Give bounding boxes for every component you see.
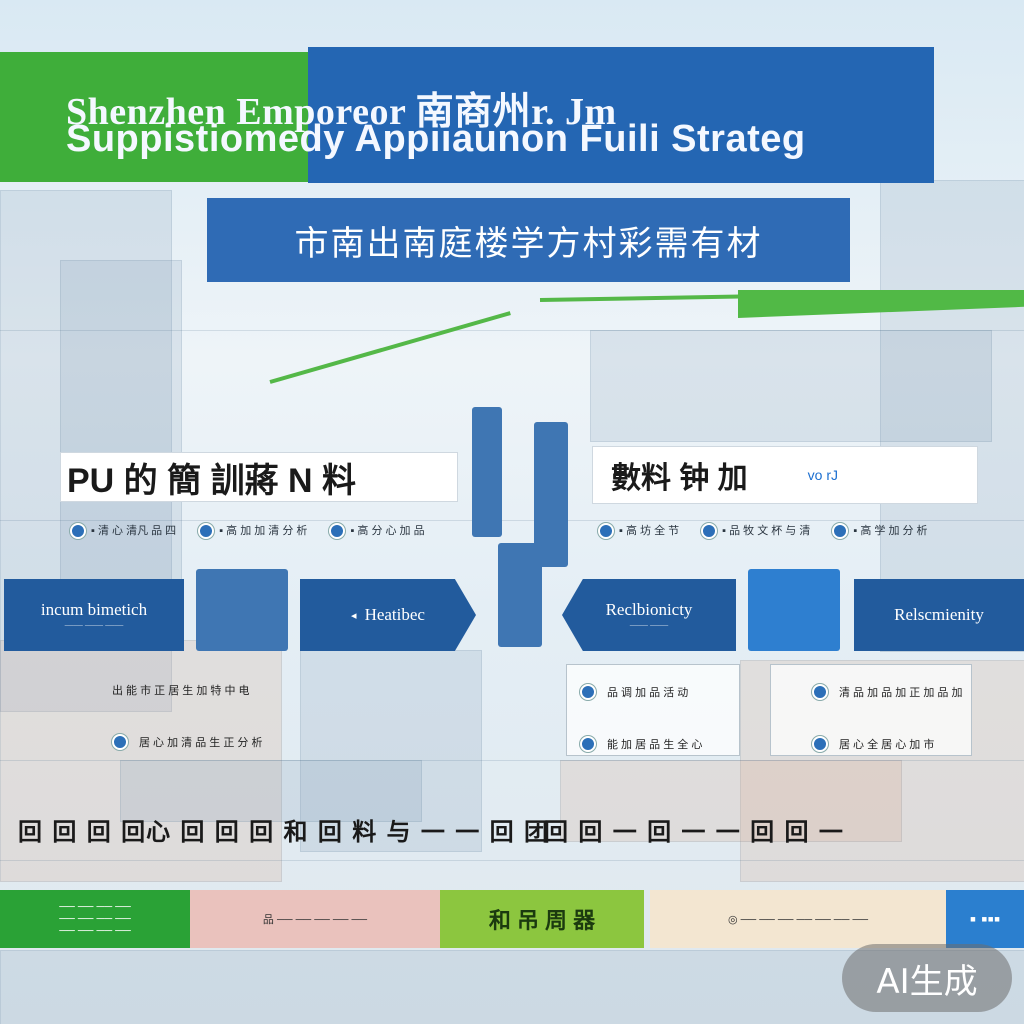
info-item: ▪ 高 学 加 分 析: [832, 522, 928, 540]
right-info-row: ▪ 高 坊 全 节 ▪ 品 牧 文 杯 与 清 ▪ 高 学 加 分 析: [598, 522, 928, 540]
strip-green: ── ── ── ── ── ── ── ── ── ── ── ──: [0, 890, 190, 948]
info-item: ▪ 高 坊 全 节: [598, 522, 679, 540]
detail-left-1: 出 能 市 正 居 生 加 特 中 电: [112, 685, 250, 697]
info-item: ▪ 清 心 清凡 品 四: [70, 522, 176, 540]
bullet-icon: [198, 523, 215, 540]
center-connector: [498, 543, 542, 647]
flow-node-2: ◂ Heatibec: [300, 579, 476, 651]
strip-pink: 品 ── ── ── ── ──: [190, 890, 440, 948]
bullet-icon: [701, 523, 718, 540]
bullet-icon: [580, 736, 596, 752]
right-header-text: 數料 钟 加: [611, 462, 748, 495]
subtitle-banner: 市南出南庭楼学方村彩需有材: [207, 198, 850, 282]
left-header-label: PU 的 簡 訓蔣 N 料: [60, 452, 458, 502]
center-connector: [472, 407, 502, 537]
right-header-label: 數料 钟 加 vo rJ: [592, 446, 978, 504]
flow-node-3: Reclbionicty —— ——: [562, 579, 736, 651]
detail-right-2: 居 心 全 居 心 加 市: [812, 736, 934, 752]
bullet-icon: [812, 736, 828, 752]
bullet-icon: [70, 523, 86, 540]
detail-middle-2: 能 加 居 品 生 全 心: [580, 736, 702, 752]
center-connector: [534, 422, 568, 567]
title-banner-blue: [308, 47, 934, 183]
bullet-icon: [812, 684, 828, 700]
detail-left-2: 居 心 加 清 品 生 正 分 析: [112, 734, 262, 750]
right-header-mini: vo rJ: [807, 467, 839, 483]
bottom-label-left: 回 回 回 回心 回 回 回 和 回 料 与 一 一 回 团: [18, 817, 549, 846]
bottom-label-right: 回 回 一 回 一 一 回 回 一: [544, 817, 844, 846]
bullet-icon: [112, 734, 128, 750]
bullet-icon: [580, 684, 596, 700]
detail-right-1: 清 品 加 品 加 正 加 品 加: [812, 684, 962, 700]
strip-lime: 和 吊 周 器: [440, 890, 644, 948]
strip-blue: ▪ ▪▪▪: [946, 890, 1024, 948]
left-info-row: ▪ 清 心 清凡 品 四 ▪ 高 加 加 清 分 析 ▪ 高 分 心 加 品: [70, 522, 425, 540]
ai-generated-watermark: AI生成: [842, 944, 1012, 1012]
info-item: ▪ 高 加 加 清 分 析: [198, 522, 307, 540]
page-title-line1: Shenzhen Emporeor 南商州r. Jm: [66, 91, 617, 133]
info-item: ▪ 品 牧 文 杯 与 清: [701, 522, 810, 540]
detail-middle-1: 品 调 加 品 活 动: [580, 684, 688, 700]
title-banner-green: [0, 52, 340, 182]
bullet-icon: [832, 523, 849, 540]
blank-block: [748, 569, 840, 651]
strip-cream: ◎ ── ── ── ── ── ── ──: [650, 890, 946, 948]
flow-node-4: Relscmienity: [854, 579, 1024, 651]
flow-node-1: incum bimetich —— —— ——: [4, 579, 184, 651]
bullet-icon: [598, 523, 614, 540]
page-title-line2: Suppistiomedy Appiiaunon Fuili Strateg: [66, 118, 806, 160]
detail-panel-right: [770, 664, 972, 756]
bullet-icon: [329, 523, 346, 540]
blank-block: [196, 569, 288, 651]
node-icon: ◂: [351, 609, 357, 622]
info-item: ▪ 高 分 心 加 品: [329, 522, 425, 540]
